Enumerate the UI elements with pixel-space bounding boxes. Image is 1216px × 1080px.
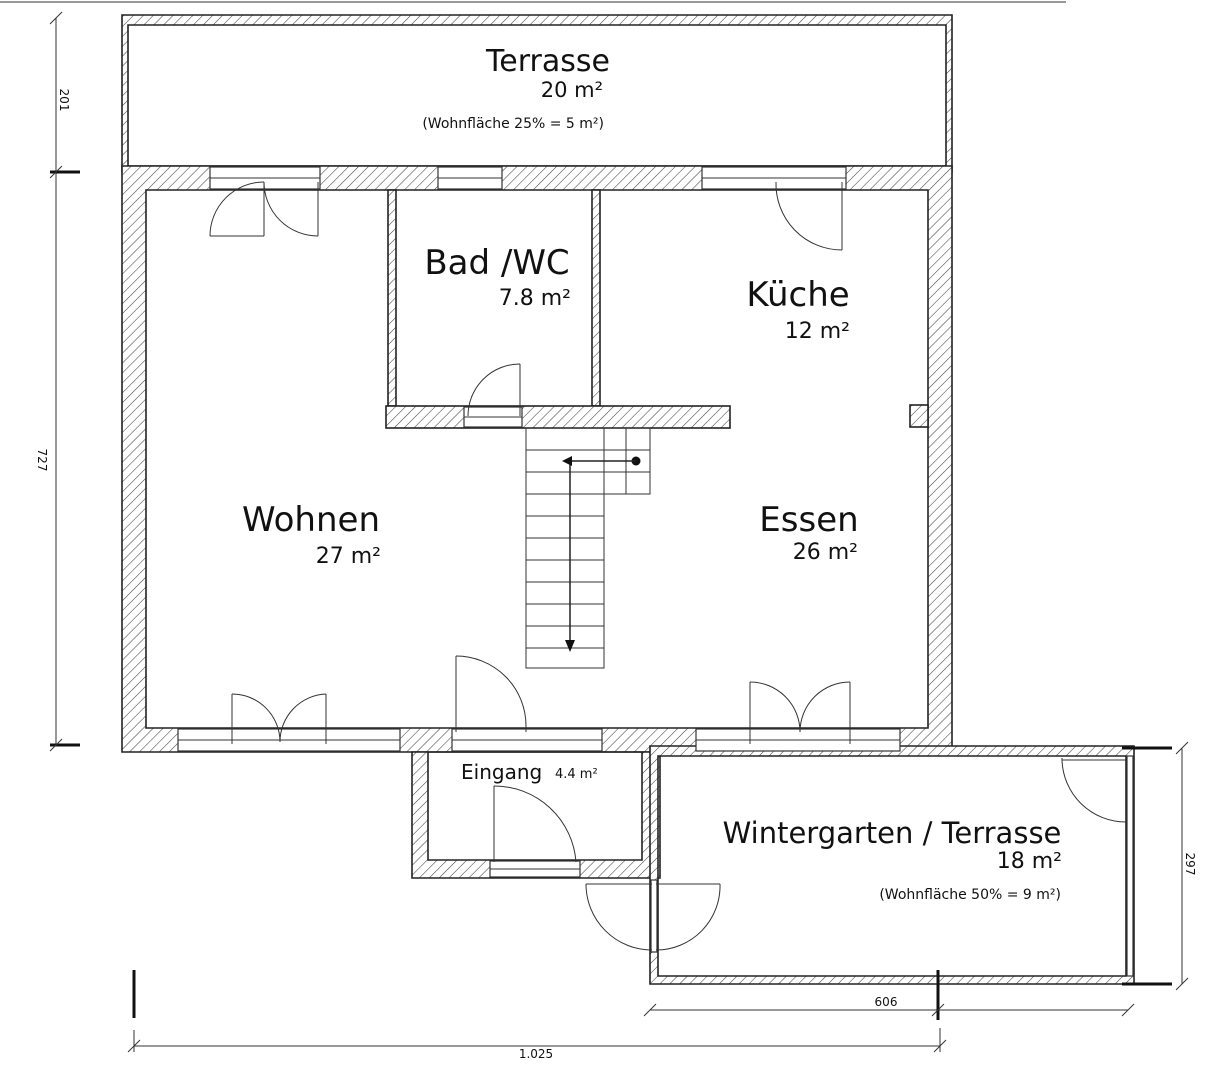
- room-area-eingang: 4.4 m²: [555, 767, 598, 782]
- room-name-terrasse: Terrasse: [485, 44, 610, 79]
- eingang-wall: [411, 751, 661, 879]
- stair-arrow-left-icon: [562, 456, 572, 466]
- wall-bad-kueche: [591, 189, 601, 407]
- room-name-wohnen: Wohnen: [242, 500, 380, 540]
- terrasse-wall: [121, 14, 953, 173]
- room-name-essen: Essen: [759, 500, 858, 540]
- doors: [209, 181, 1127, 951]
- room-labels: Terrasse 20 m² (Wohnfläche 25% = 5 m²) B…: [242, 44, 1062, 903]
- room-area-kueche: 12 m²: [785, 319, 850, 344]
- room-name-bad: Bad /WC: [424, 243, 569, 283]
- dim-left-main: 727: [35, 449, 49, 472]
- room-area-bad: 7.8 m²: [499, 286, 571, 311]
- room-note-wintergarten: (Wohnfläche 50% = 9 m²): [879, 887, 1061, 903]
- room-area-wohnen: 27 m²: [316, 544, 381, 569]
- room-area-wintergarten: 18 m²: [997, 849, 1062, 874]
- dim-left-top: 201: [57, 89, 71, 112]
- room-name-wintergarten: Wintergarten / Terrasse: [723, 816, 1062, 850]
- dim-right-wintergarten: 297: [1183, 853, 1197, 876]
- dim-bottom-total: 1.025: [519, 1047, 553, 1061]
- room-note-terrasse: (Wohnfläche 25% = 5 m²): [422, 116, 604, 132]
- room-name-kueche: Küche: [746, 275, 849, 315]
- wall-wohnen-bad: [387, 189, 397, 407]
- wall-bad-bottom: [385, 405, 731, 429]
- room-area-terrasse: 20 m²: [541, 78, 603, 102]
- stair-arrow-down-icon: [565, 640, 575, 652]
- windows: [177, 166, 1134, 977]
- room-area-essen: 26 m²: [793, 540, 858, 565]
- room-name-eingang: Eingang: [461, 760, 542, 784]
- dim-bottom-wintergarten: 606: [875, 995, 898, 1009]
- dimensions: 201 727 297 606 1.025: [35, 11, 1197, 1061]
- staircase: [525, 427, 651, 669]
- wall-stub-right: [909, 404, 929, 428]
